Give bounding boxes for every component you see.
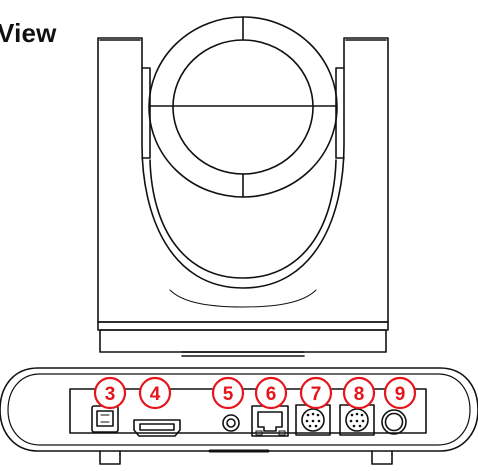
callout-number: 8 <box>354 384 365 405</box>
callout-badge-4: 4 <box>138 376 172 410</box>
camera-base <box>0 367 478 465</box>
callout-number: 4 <box>150 384 161 405</box>
callout-number: 9 <box>395 384 406 405</box>
callout-badge-5: 5 <box>211 376 245 410</box>
power-jack-icon <box>381 409 407 435</box>
rj45-port-icon <box>251 405 289 437</box>
callout-badge-6: 6 <box>254 376 288 410</box>
view-title: View <box>0 18 57 48</box>
callout-number: 3 <box>105 384 116 405</box>
hdmi-port-icon <box>133 419 181 437</box>
mini-din-port-icon <box>339 404 375 436</box>
audio-jack-icon <box>222 414 240 432</box>
camera-yoke <box>97 37 389 323</box>
callout-number: 7 <box>311 384 322 405</box>
callout-number: 5 <box>223 384 234 405</box>
callout-badge-7: 7 <box>299 376 333 410</box>
camera-head <box>148 16 338 198</box>
callout-badge-9: 9 <box>383 376 417 410</box>
mini-din-port-icon <box>295 404 331 436</box>
callout-number: 6 <box>266 384 277 405</box>
callout-badge-8: 8 <box>342 376 376 410</box>
camera-collar <box>97 321 389 357</box>
callout-badge-3: 3 <box>93 376 127 410</box>
usb-b-port-icon <box>91 405 119 433</box>
port-callouts: 3 4 5 6 7 8 9 <box>93 376 417 410</box>
